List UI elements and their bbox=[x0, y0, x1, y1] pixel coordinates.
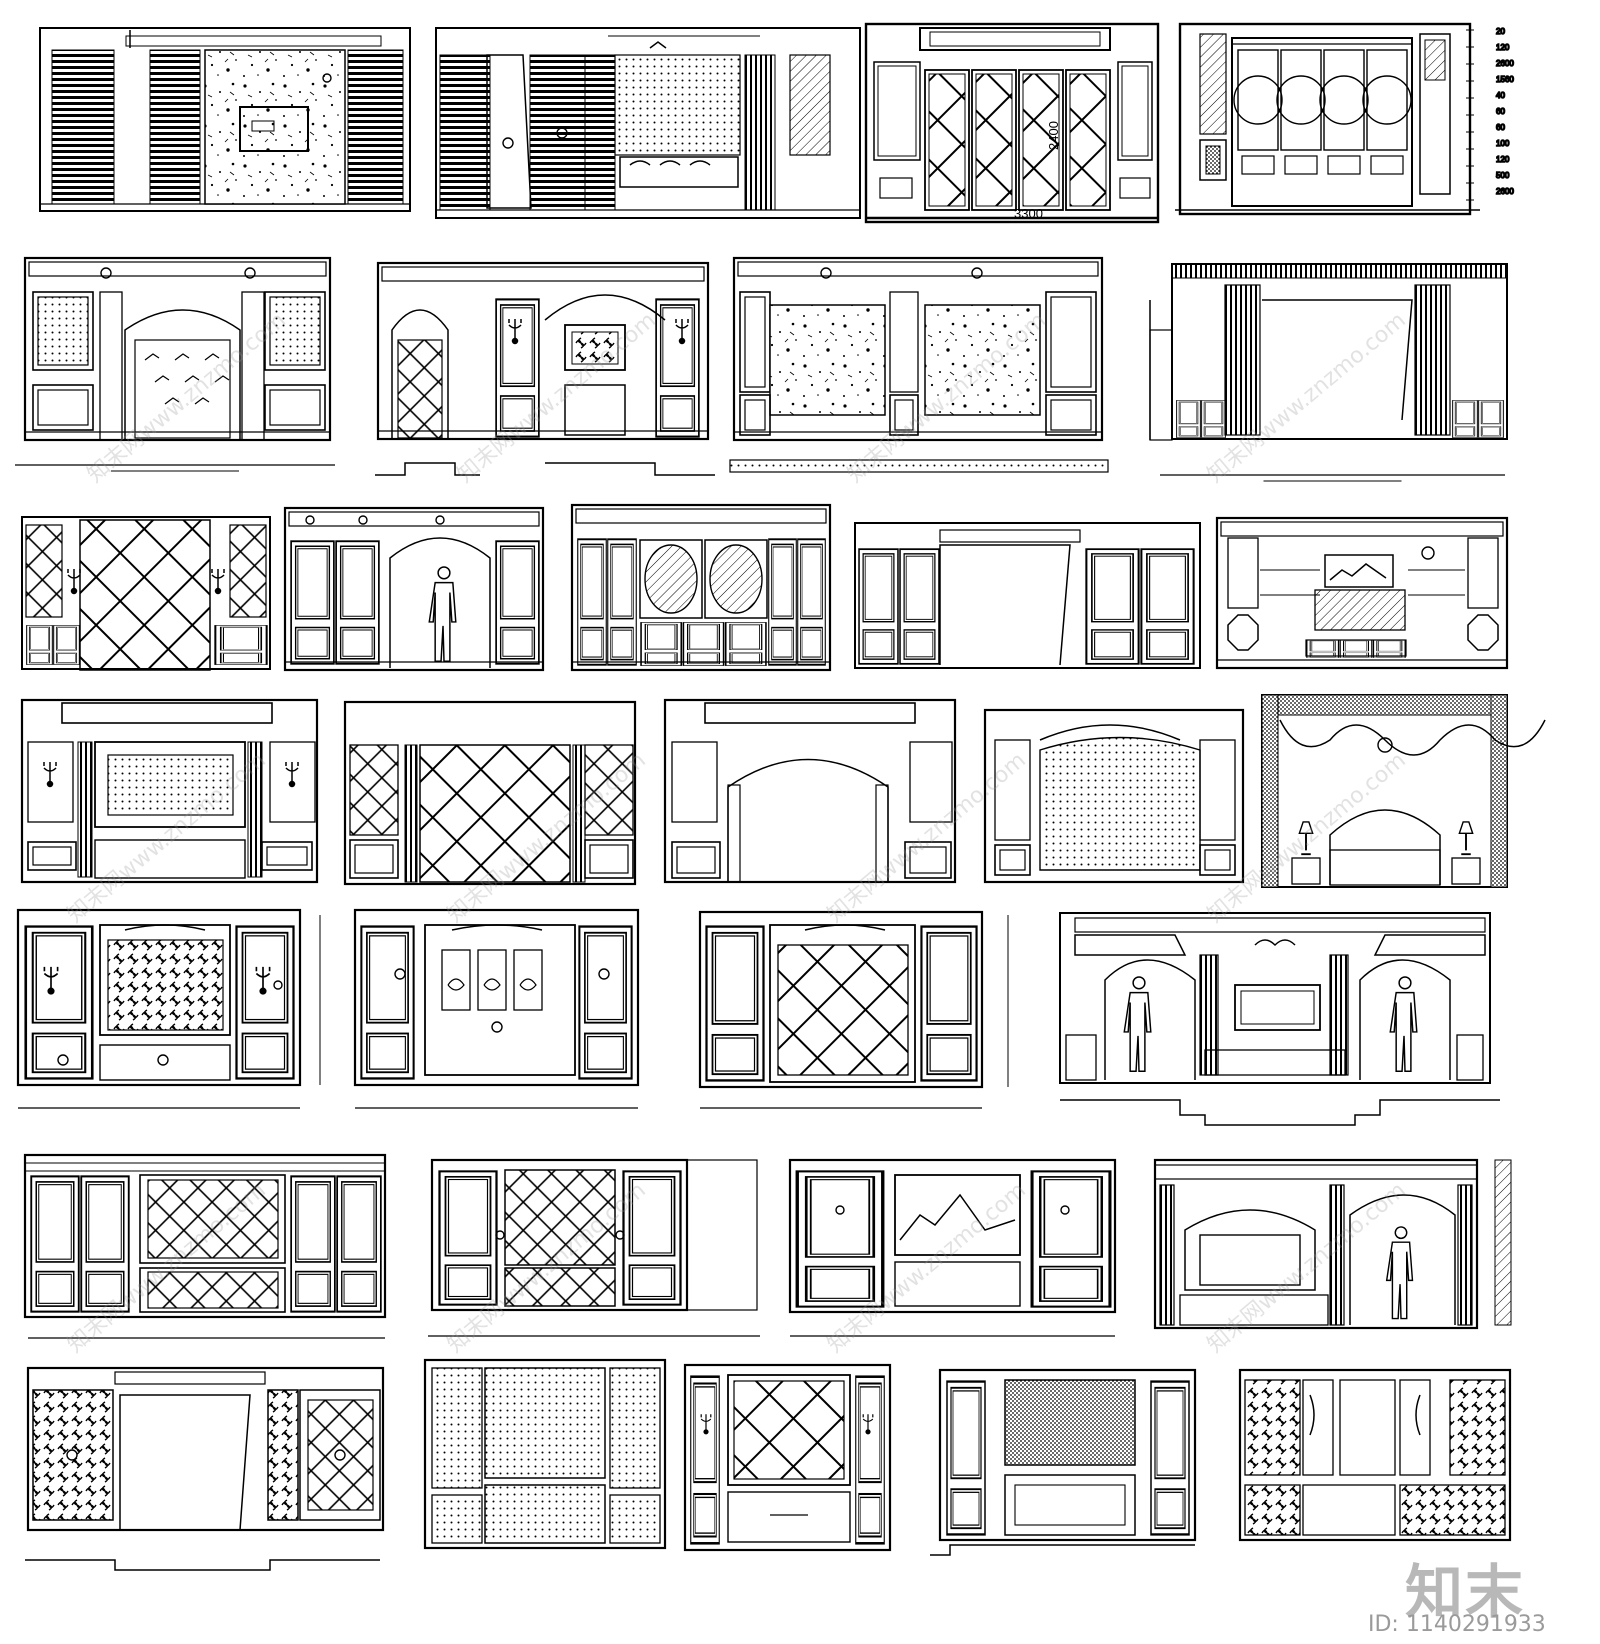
dim-height: 2400 bbox=[1046, 121, 1061, 150]
dim-value: 2600 bbox=[1496, 59, 1514, 68]
dim-value: 60 bbox=[1496, 123, 1505, 132]
dim-value: 100 bbox=[1496, 139, 1510, 148]
elevation-r3-2-archway-man bbox=[283, 506, 545, 672]
dim-value: 60 bbox=[1496, 107, 1505, 116]
elevation-r6-3-landscape-panel bbox=[788, 1158, 1117, 1337]
elevation-r3-1-diagonal-lattice bbox=[21, 516, 271, 671]
elevation-r6-4-archway-man bbox=[1153, 1158, 1512, 1330]
elevation-r3-4-opening bbox=[854, 522, 1201, 669]
elevation-r1-4-circle-doors: 20 120 2600 1560 40 60 60 100 120 500 2600 bbox=[1175, 22, 1515, 216]
elevation-r6-2-cabinet bbox=[428, 1158, 760, 1337]
dim-width: 3300 bbox=[1014, 206, 1043, 221]
elevation-r2-2-arched-door bbox=[375, 261, 715, 476]
dim-value: 500 bbox=[1496, 171, 1510, 180]
elevation-r4-3-arch bbox=[663, 698, 957, 884]
elevation-r1-2 bbox=[435, 27, 861, 219]
dim-value: 120 bbox=[1496, 43, 1510, 52]
elevation-r5-4-colonnade-men bbox=[1059, 912, 1500, 1126]
elevation-r2-1 bbox=[15, 256, 335, 472]
elevation-r7-3-diamond-wall bbox=[683, 1363, 892, 1552]
elevation-r7-1-opening-floral bbox=[25, 1366, 385, 1571]
dim-value: 2600 bbox=[1496, 187, 1514, 196]
elevation-r4-4-tufted-panel bbox=[983, 708, 1245, 884]
elevation-r7-2-dotted-wainscot bbox=[423, 1358, 667, 1550]
dim-value: 1560 bbox=[1496, 75, 1514, 84]
elevation-r4-5-canopy-bed bbox=[1261, 694, 1546, 888]
elevation-r1-1 bbox=[39, 27, 411, 212]
dim-value: 20 bbox=[1496, 27, 1505, 36]
elevation-r3-5-tv-shelving bbox=[1215, 516, 1509, 670]
dim-value: 120 bbox=[1496, 155, 1510, 164]
elevation-r4-1-tufted-headboard bbox=[20, 698, 319, 884]
elevation-r5-3-lattice-wainscot bbox=[698, 910, 1009, 1109]
elevation-r2-3-marble-panels bbox=[729, 256, 1109, 473]
elevation-r3-3-oval-panels bbox=[570, 503, 832, 672]
image-id-watermark: ID: 1140291933 bbox=[1368, 1612, 1546, 1637]
dim-value: 40 bbox=[1496, 91, 1505, 100]
elevation-r6-1-lattice-wall bbox=[23, 1153, 387, 1339]
elevation-r7-4-dense-panel bbox=[930, 1368, 1197, 1556]
elevation-r7-5-floral-panels bbox=[1238, 1368, 1512, 1542]
elevation-r4-2-lattice-wall bbox=[343, 700, 637, 886]
elevation-r5-1-sconce-wall bbox=[16, 908, 321, 1109]
brand-logo-watermark: 知末 bbox=[1405, 1558, 1526, 1626]
elevation-r2-4-colonnade bbox=[1149, 263, 1508, 482]
elevation-drawings: 20 120 2600 1560 40 60 60 100 120 500 2600 bbox=[15, 22, 1546, 1571]
elevation-r5-2-cabinet-doors bbox=[353, 908, 640, 1109]
elevation-r1-3-sliding-door bbox=[864, 22, 1160, 224]
